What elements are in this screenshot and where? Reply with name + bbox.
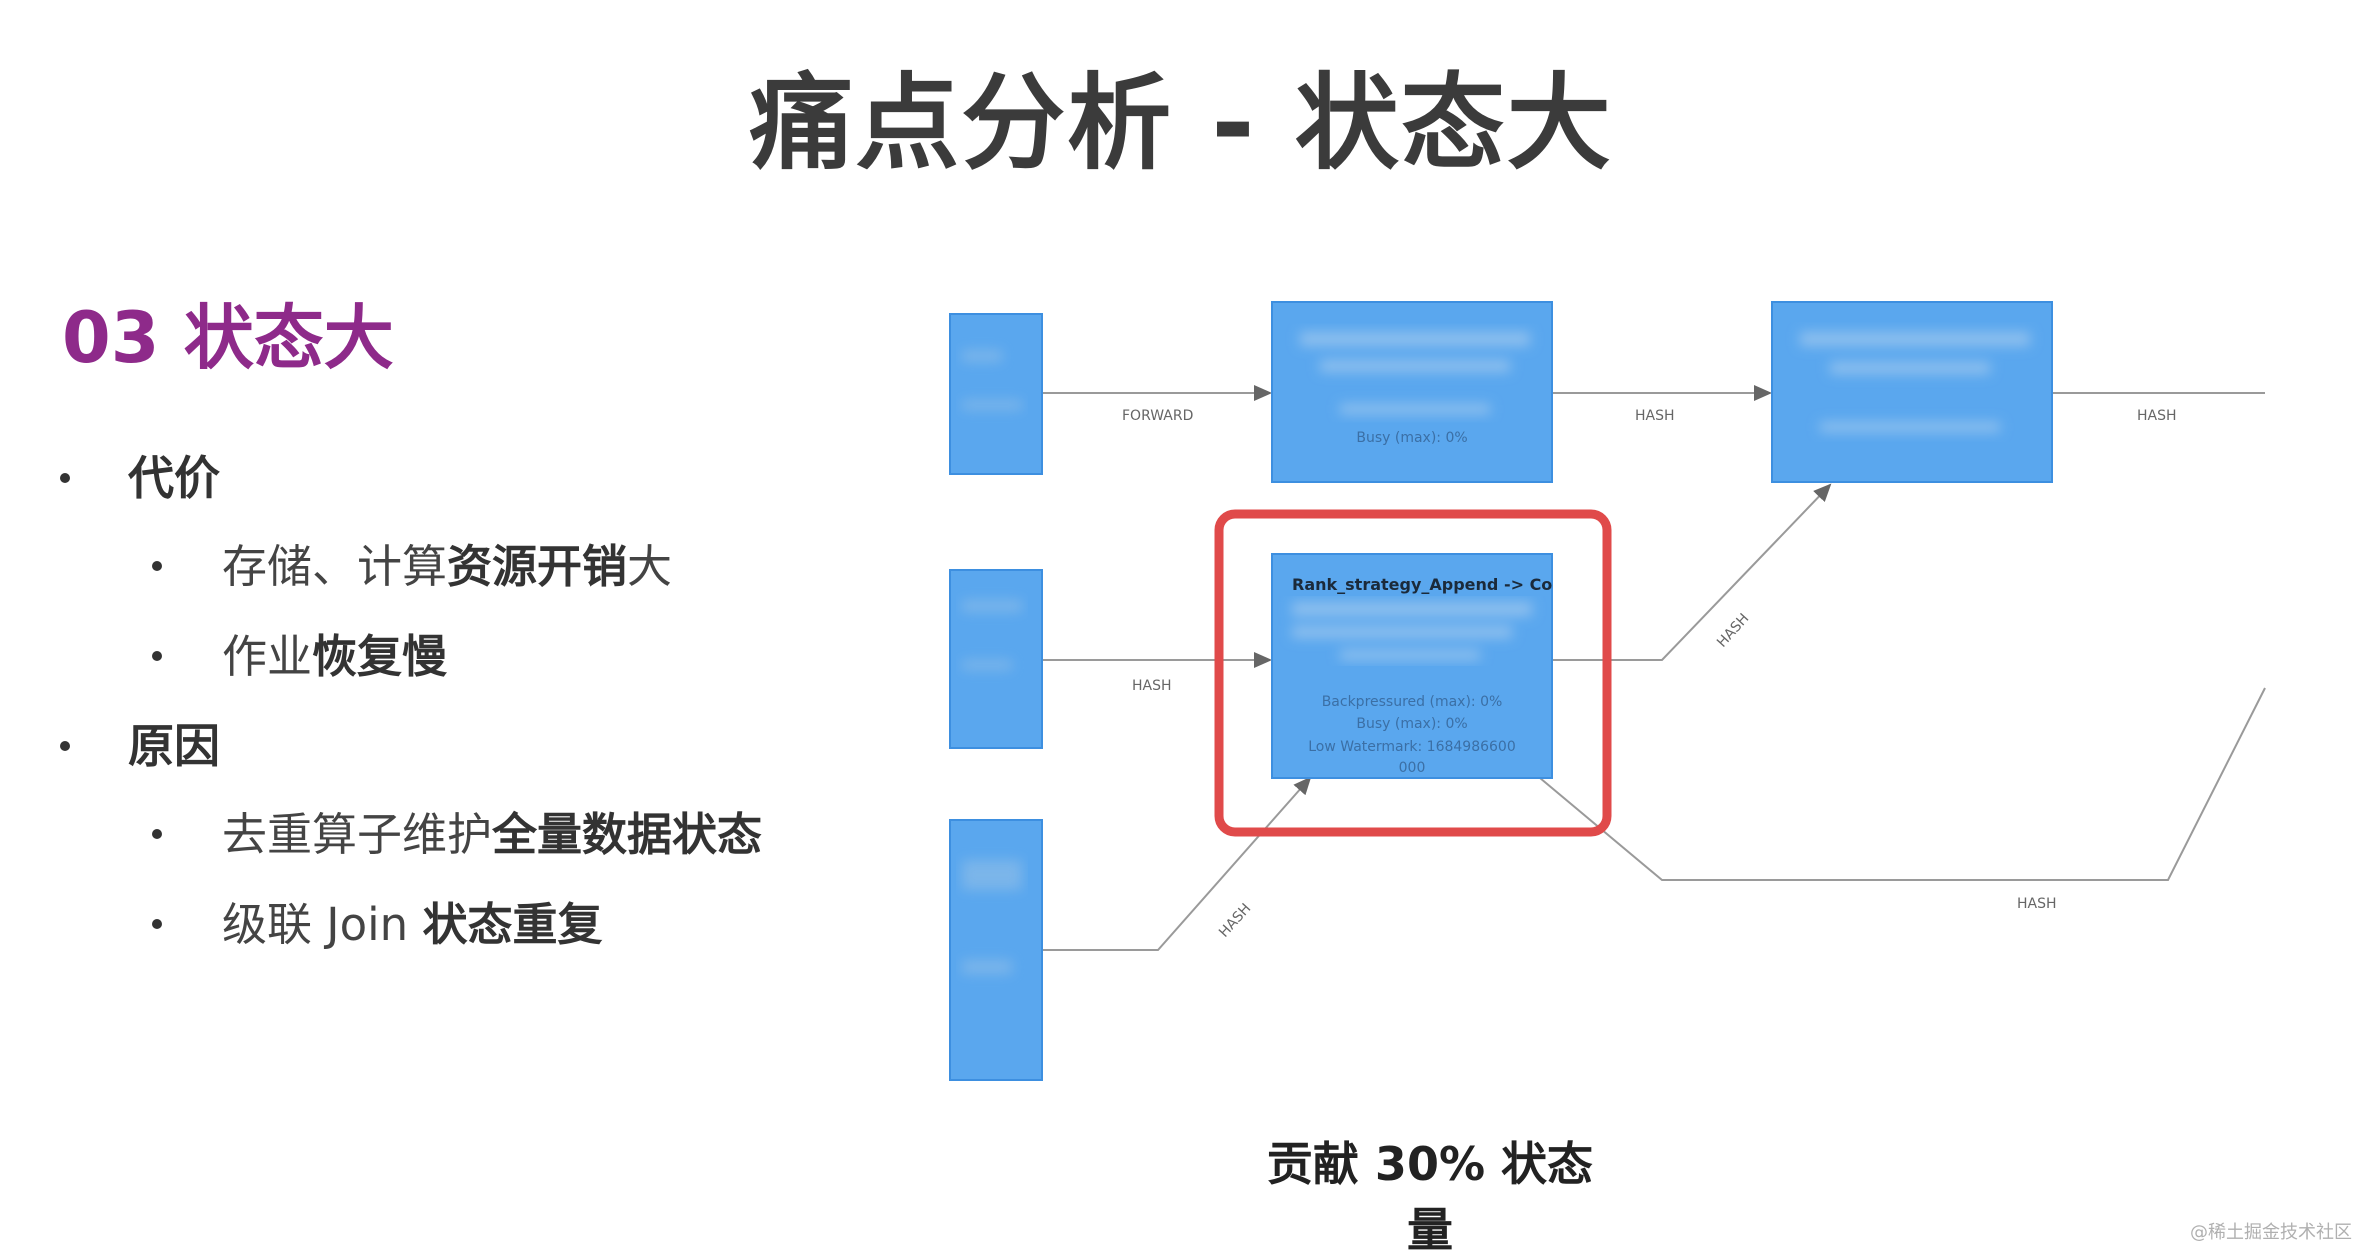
node-backpressure: Backpressured (max): 0% [1322,694,1503,710]
bullet-cause-item-2: 级联 Join 状态重复 [152,888,602,953]
source-node [949,569,1043,749]
bullet-cost-item-2: 作业恢复慢 [152,620,447,685]
sub-bullet-dot [152,651,162,661]
sub-bullet-dot [152,919,162,929]
edge-label-hash: HASH [1714,611,1752,651]
source-nodes [949,313,1043,1081]
node-watermark: Low Watermark: 1684986600 [1308,739,1515,755]
bullet-cause-label: 原因 [128,719,220,773]
node-busy-text: Busy (max): 0% [1356,430,1467,446]
operator-node-top-middle: Busy (max): 0% [1271,301,1553,483]
bullet-cause: 原因 [60,710,220,776]
edge-label-hash: HASH [2137,408,2177,424]
bullet-text: 存储、计算 [222,540,448,593]
operator-node-top-right [1771,301,2053,483]
edges [1042,385,2266,951]
watermark: @稀土掘金技术社区 [2190,1222,2352,1243]
node-watermark-cont: 000 [1399,760,1426,776]
edge-highlight-bottom [1539,687,2266,881]
bullet-cost: 代价 [60,442,220,508]
edge-label-hash: HASH [2017,896,2057,912]
diagram-caption: 贡献 30% 状态量 [1266,1137,1594,1257]
bullet-bold-text: 资源开销 [447,540,628,593]
bullet-bold-text: 状态重复 [422,898,603,951]
edge-src3-highlight [1042,776,1312,951]
edge-label-forward: FORWARD [1122,408,1193,424]
edge-label-hash: HASH [1132,678,1172,694]
highlight-frame [1214,509,1612,837]
node-name: Rank_strategy_Append -> Co [1292,575,1552,594]
edge-highlight-right1 [1552,483,1832,661]
operator-node-highlighted: Rank_strategy_Append -> Co Backpressured… [1271,553,1553,779]
node-busy: Busy (max): 0% [1356,716,1467,732]
sub-bullet-dot [152,561,162,571]
source-node [949,313,1043,475]
bullet-dot [60,740,70,751]
bullet-text: 作业 [222,630,313,683]
bullet-cost-item-1: 存储、计算资源开销大 [152,530,672,595]
job-graph-diagram: FORWARD HASH HASH HASH HASH HASH HASH Bu… [949,301,2266,1081]
bullet-text: 级联 Join [222,898,423,951]
bullet-cause-item-1: 去重算子维护全量数据状态 [152,798,762,863]
page-title: 痛点分析 - 状态大 [749,62,1613,184]
bullet-text: 去重算子维护 [222,808,493,861]
section-heading: 03 状态大 [62,297,394,379]
edge-label-hash: HASH [1635,408,1675,424]
bullet-text: 大 [627,540,673,593]
edge-label-hash: HASH [1216,901,1254,941]
sub-bullet-dot [152,829,162,839]
source-node [949,819,1043,1081]
bullet-dot [60,472,70,483]
bullet-cost-label: 代价 [128,451,220,505]
bullet-bold-text: 全量数据状态 [492,808,763,861]
bullet-bold-text: 恢复慢 [312,630,448,683]
